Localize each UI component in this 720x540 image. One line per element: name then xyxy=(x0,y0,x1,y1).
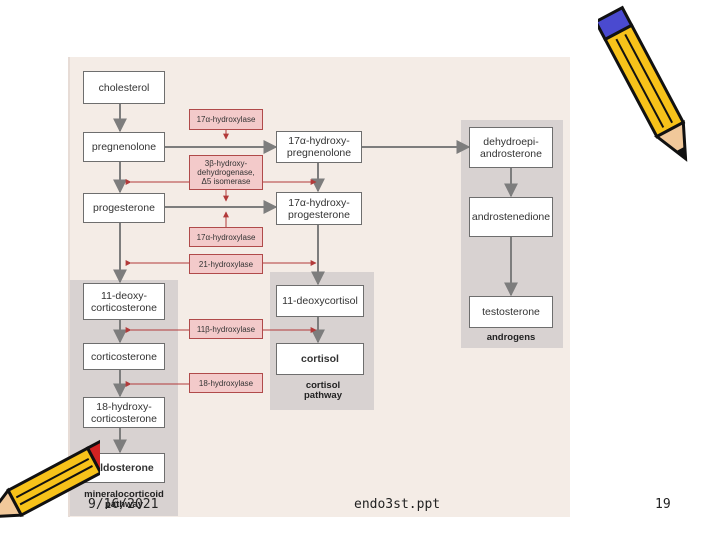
enzyme-11b-hydroxylase: 11β-hydroxylase xyxy=(189,319,263,339)
slide-number: 19 xyxy=(655,497,671,512)
cortisol-box: cortisol xyxy=(276,343,364,375)
enzyme-21-hydroxylase: 21-hydroxylase xyxy=(189,254,263,274)
androgens-label: androgens xyxy=(486,332,536,343)
hydroxy-progesterone-box: 17α-hydroxy- progesterone xyxy=(276,192,362,225)
pencil-icon xyxy=(598,5,688,162)
hydroxy-pregnenolone-box: 17α-hydroxy- pregnenolone xyxy=(276,131,362,163)
footer-date: 9/16/2021 xyxy=(88,497,159,512)
testosterone-box: testosterone xyxy=(469,296,553,328)
androstenedione-box: androstenedione xyxy=(469,197,553,237)
cortisol-pathway-label: cortisol pathway xyxy=(303,380,342,401)
progesterone-box: progesterone xyxy=(83,193,165,223)
enzyme-3b-hydroxy-dehydrogenase: 3β-hydroxy- dehydrogenase, Δ5 isomerase xyxy=(189,155,263,190)
deoxycorticosterone-box: 11-deoxy- corticosterone xyxy=(83,283,165,320)
cholesterol-box: cholesterol xyxy=(83,71,165,104)
enzyme-17a-hydroxylase-2: 17α-hydroxylase xyxy=(189,227,263,247)
pencil-icon xyxy=(0,438,100,519)
enzyme-18-hydroxylase: 18-hydroxylase xyxy=(189,373,263,393)
dhea-box: dehydroepi- androsterone xyxy=(469,127,553,168)
footer-filename: endo3st.ppt xyxy=(354,497,441,512)
hydroxycorticosterone-box: 18-hydroxy- corticosterone xyxy=(83,397,165,428)
corticosterone-box: corticosterone xyxy=(83,343,165,370)
mineralocorticoid-pathway-label: mineralocorticoid pathway xyxy=(84,489,164,510)
enzyme-17a-hydroxylase-1: 17α-hydroxylase xyxy=(189,109,263,130)
deoxycortisol-box: 11-deoxycortisol xyxy=(276,285,364,317)
pregnenolone-box: pregnenolone xyxy=(83,132,165,162)
